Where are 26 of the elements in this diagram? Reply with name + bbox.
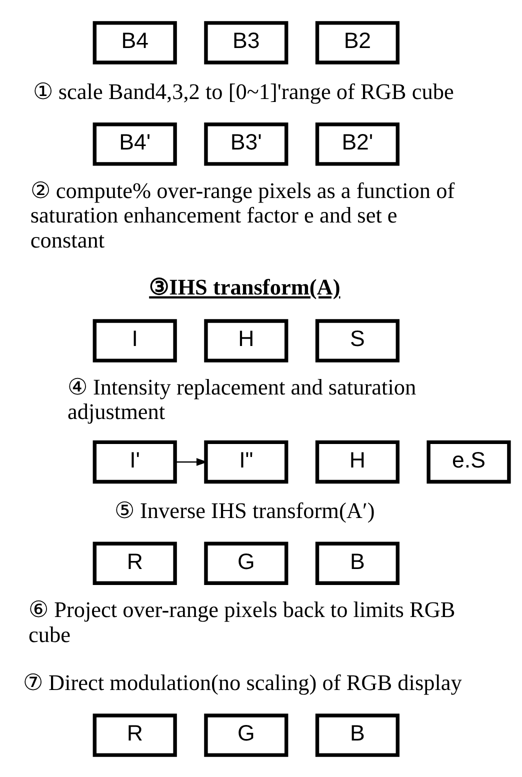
label: ⑤ Inverse IHS transform(A′): [114, 498, 375, 523]
node-box: B4': [92, 122, 177, 166]
node-box: B2': [315, 122, 400, 166]
node-box: B: [315, 541, 400, 584]
label: ⑦ Direct modulation(no scaling) of RGB display: [22, 670, 462, 695]
node-box: H: [204, 318, 288, 362]
node-box: I": [204, 440, 288, 484]
node-box: e.S: [426, 440, 511, 484]
node-box: G: [204, 541, 288, 584]
node-box: I: [92, 318, 177, 362]
label: ⑥ Project over-range pixels back to limits RGB cube: [28, 596, 456, 646]
node-box: B3': [204, 122, 288, 166]
node-box: G: [204, 713, 288, 756]
node-box: H: [315, 440, 400, 484]
node-box: I': [92, 440, 177, 484]
label: ④ Intensity replacement and saturation adjustment: [67, 374, 416, 424]
node-box: R: [92, 713, 177, 756]
label: ③IHS transform(A): [149, 274, 340, 299]
node-box: R: [92, 541, 177, 584]
node-box: B2: [315, 20, 400, 64]
node-box: B: [315, 713, 400, 756]
node-box: S: [315, 318, 400, 362]
node-box: B4: [92, 20, 177, 64]
label: ① scale Band4,3,2 to [0~1]'range of RGB cube: [32, 78, 454, 104]
node-box: B3: [204, 20, 288, 64]
label: ② compute% over-range pixels as a function of saturation enhancement factor e and set e constant: [30, 177, 455, 252]
